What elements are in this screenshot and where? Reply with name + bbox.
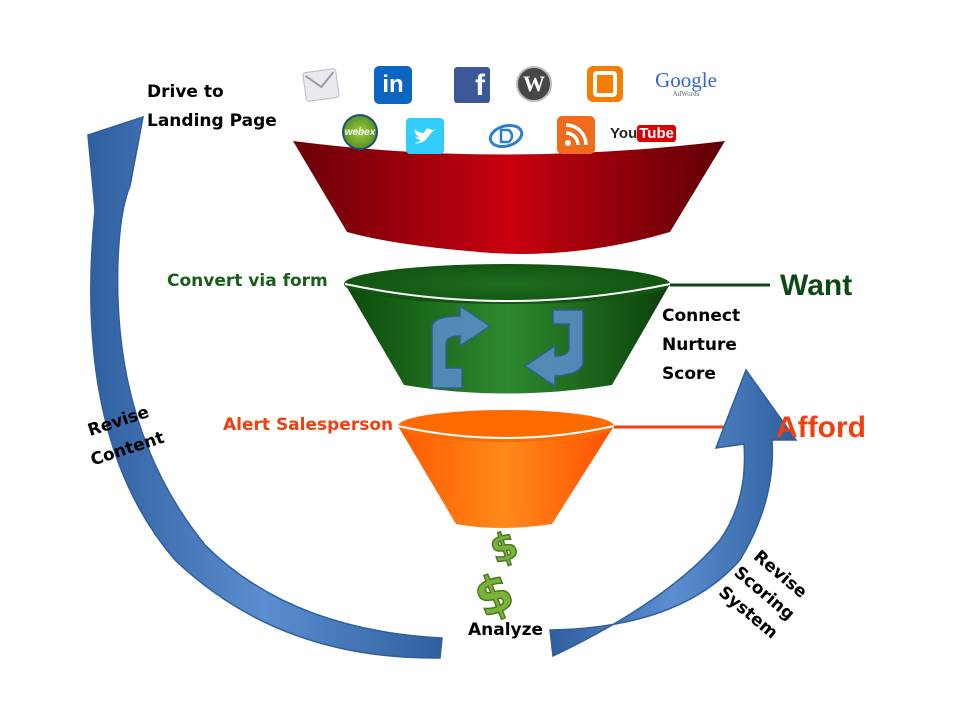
- linkedin-icon: in: [374, 66, 412, 104]
- want-label: Want: [780, 269, 853, 302]
- delicious-icon: [487, 122, 525, 150]
- rss-icon: [557, 116, 595, 154]
- webex-icon: webex: [342, 114, 378, 150]
- wordpress-icon: W: [516, 66, 552, 102]
- drive-to-landing-page-label: Drive to Landing Page: [147, 82, 277, 131]
- dollar-sign-icon: $ $: [465, 522, 524, 631]
- bottom-funnel: [397, 410, 615, 528]
- revise-scoring-arrow: [549, 368, 798, 658]
- analyze-label: Analyze: [468, 620, 544, 640]
- afford-label: Afford: [776, 411, 866, 444]
- alert-salesperson-label: Alert Salesperson: [223, 415, 394, 435]
- top-funnel: [293, 141, 725, 254]
- email-icon: [302, 67, 340, 103]
- nurture-cycle-icon: [431, 304, 584, 389]
- twitter-icon: [406, 118, 444, 154]
- blogger-icon: [587, 66, 623, 102]
- connect-nurture-score-label: Connect Nurture Score: [662, 306, 741, 384]
- middle-funnel: [344, 264, 671, 394]
- google-adwords-icon: Google AdWords: [655, 68, 717, 99]
- facebook-icon: f: [454, 67, 490, 103]
- convert-via-form-label: Convert via form: [167, 271, 328, 291]
- revise-content-arrow: [87, 115, 443, 659]
